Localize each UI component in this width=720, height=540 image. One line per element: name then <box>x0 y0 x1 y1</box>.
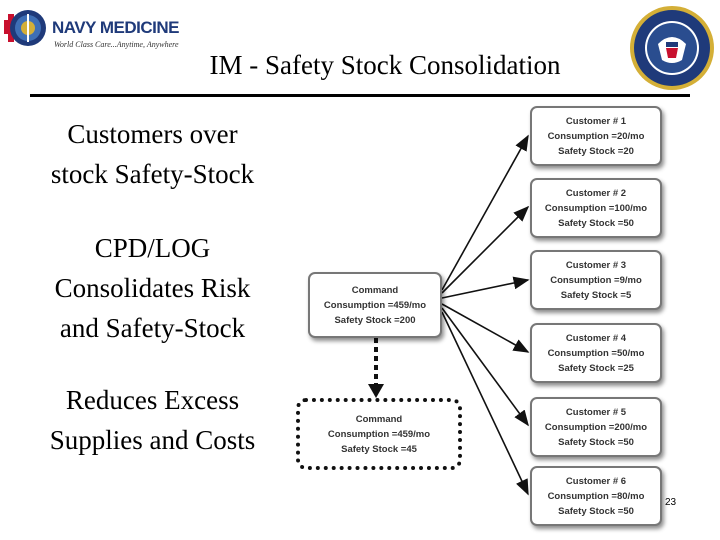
arrow-customer-5 <box>441 307 529 427</box>
customer-name: Customer # 5 <box>565 406 627 418</box>
customer-safety-stock: Safety Stock =25 <box>558 362 634 374</box>
customer-consumption: Consumption =20/mo <box>547 130 645 142</box>
point-line: and Safety-Stock <box>59 313 246 343</box>
customer-box-2: Customer # 2 Consumption =100/mo Safety … <box>530 178 662 238</box>
command-consolidated-box: Command Consumption =459/mo Safety Stock… <box>296 398 462 470</box>
customer-name: Customer # 2 <box>565 187 627 199</box>
logo-text: NAVY MEDICINE <box>52 18 180 37</box>
title-divider <box>30 94 690 97</box>
customer-consumption: Consumption =200/mo <box>544 421 648 433</box>
customer-safety-stock: Safety Stock =50 <box>558 436 634 448</box>
customer-name: Customer # 1 <box>565 115 627 127</box>
command-consumption: Consumption =459/mo <box>327 428 431 440</box>
customer-safety-stock: Safety Stock =50 <box>558 505 634 517</box>
command-name: Command <box>355 413 403 425</box>
customer-box-1: Customer # 1 Consumption =20/mo Safety S… <box>530 106 662 166</box>
point-line: Supplies and Costs <box>49 425 256 455</box>
navy-medicine-emblem-icon <box>4 10 46 46</box>
point-line: stock Safety-Stock <box>50 159 255 189</box>
customer-safety-stock: Safety Stock =50 <box>558 217 634 229</box>
customer-consumption: Consumption =80/mo <box>547 490 645 502</box>
customer-safety-stock: Safety Stock =20 <box>558 145 634 157</box>
arrow-consolidation-head <box>368 384 384 398</box>
customer-name: Customer # 6 <box>565 475 627 487</box>
command-consumption: Consumption =459/mo <box>323 299 427 311</box>
point-line: Customers over <box>67 119 238 149</box>
command-safety-stock: Safety Stock =200 <box>334 314 416 326</box>
point-line: Consolidates Risk <box>54 273 251 303</box>
customer-consumption: Consumption =50/mo <box>547 347 645 359</box>
navy-medicine-logo: NAVY MEDICINE World Class Care...Anytime… <box>2 4 180 54</box>
customer-box-6: Customer # 6 Consumption =80/mo Safety S… <box>530 466 662 526</box>
point-over-stock: Customers over stock Safety-Stock <box>20 114 285 194</box>
logo-tagline: World Class Care...Anytime, Anywhere <box>54 40 179 49</box>
point-consolidates: CPD/LOG Consolidates Risk and Safety-Sto… <box>20 228 285 348</box>
navy-department-seal-icon <box>628 4 716 92</box>
command-box: Command Consumption =459/mo Safety Stock… <box>308 272 442 338</box>
customer-consumption: Consumption =9/mo <box>550 274 642 286</box>
command-name: Command <box>351 284 399 296</box>
point-line: Reduces Excess <box>65 385 240 415</box>
customer-name: Customer # 4 <box>565 332 627 344</box>
command-safety-stock: Safety Stock =45 <box>341 443 417 455</box>
arrow-customer-3 <box>441 276 530 299</box>
arrow-customer-1 <box>441 134 529 291</box>
customer-consumption: Consumption =100/mo <box>544 202 648 214</box>
page-title: IM - Safety Stock Consolidation <box>209 50 561 80</box>
point-reduces: Reduces Excess Supplies and Costs <box>20 380 285 460</box>
customer-box-5: Customer # 5 Consumption =200/mo Safety … <box>530 397 662 457</box>
page-number: 23 <box>665 497 677 508</box>
arrow-customer-4 <box>441 303 530 353</box>
customer-name: Customer # 3 <box>565 259 627 271</box>
customer-box-3: Customer # 3 Consumption =9/mo Safety St… <box>530 250 662 310</box>
point-line: CPD/LOG <box>94 233 211 263</box>
arrow-customer-6 <box>441 311 529 496</box>
arrow-customer-2 <box>441 205 530 294</box>
customer-safety-stock: Safety Stock =5 <box>560 289 632 301</box>
customer-box-4: Customer # 4 Consumption =50/mo Safety S… <box>530 323 662 383</box>
